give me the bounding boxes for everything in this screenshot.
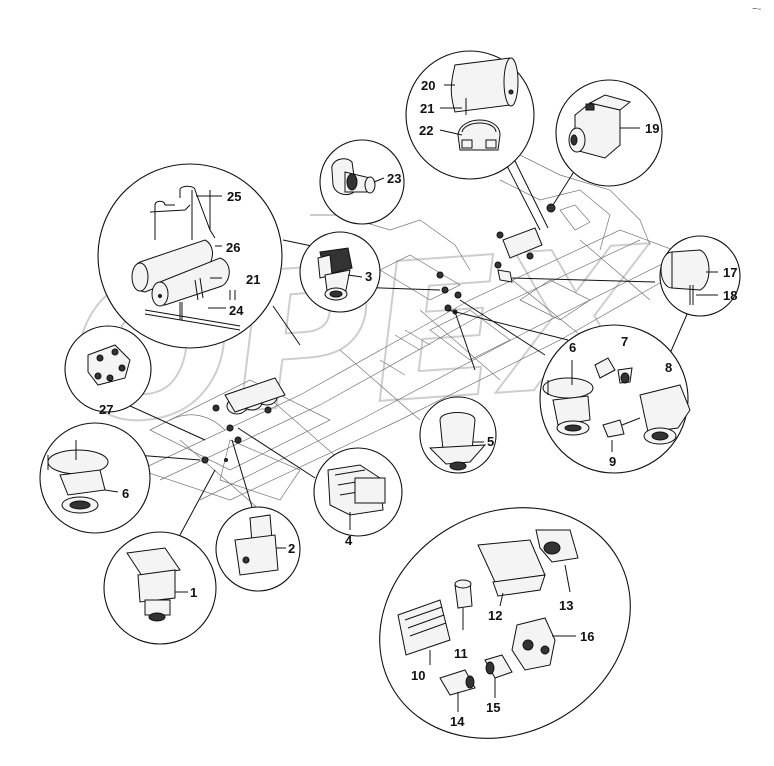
callout-26: 26 (226, 240, 240, 255)
callout-19: 19 (645, 121, 659, 136)
callout-20: 20 (421, 78, 435, 93)
detail-circle-spring-brake-6-left (39, 422, 151, 534)
callout-3: 3 (365, 269, 372, 284)
callout-5: 5 (487, 434, 494, 449)
callout-15: 15 (486, 700, 500, 715)
callout-2: 2 (288, 541, 295, 556)
detail-circle-twin-tanks (97, 163, 283, 349)
frame-mounted-parts (201, 203, 556, 464)
detail-circle-compressor-3 (299, 231, 381, 313)
callout-24: 24 (229, 303, 244, 318)
detail-circle-solenoid-23 (319, 139, 405, 225)
detail-circle-valves-6-9-right (539, 324, 691, 474)
callout-12: 12 (488, 608, 502, 623)
detail-ellipse-electronics-10-16 (379, 507, 631, 739)
callout-23: 23 (387, 171, 401, 186)
callout-16: 16 (580, 629, 594, 644)
callout-11: 11 (454, 646, 468, 661)
callout-1: 1 (190, 585, 197, 600)
corner-mark: ~- (752, 4, 761, 15)
detail-circle-dryer-5 (419, 396, 497, 474)
callout-25: 25 (227, 189, 241, 204)
callout-14: 14 (450, 714, 465, 729)
callout-4: 4 (345, 533, 353, 548)
callout-9: 9 (609, 454, 616, 469)
callout-7: 7 (621, 334, 628, 349)
detail-circle-control-unit-4 (313, 447, 403, 537)
callout-27: 27 (99, 402, 113, 417)
detail-circle-air-tank (405, 50, 535, 180)
callout-17: 17 (723, 265, 737, 280)
detail-circle-valve-19 (555, 79, 663, 187)
detail-circle-brake-valve-1 (103, 531, 217, 645)
callout-13: 13 (559, 598, 573, 613)
callout-8: 8 (665, 360, 672, 375)
callout-numbers: 1 2 3 4 5 6 6 7 8 9 10 11 12 13 14 15 16… (99, 78, 737, 729)
callout-21-left: 21 (246, 272, 260, 287)
detail-circle-tank-17 (659, 235, 741, 317)
detail-circle-valve-27 (64, 325, 152, 413)
callout-22: 22 (419, 123, 433, 138)
callout-6-left: 6 (122, 486, 129, 501)
detail-circle-hand-valve-2 (215, 506, 301, 592)
callout-10: 10 (411, 668, 425, 683)
callout-6-right: 6 (569, 340, 576, 355)
callout-21-top: 21 (420, 101, 434, 116)
callout-18: 18 (723, 288, 737, 303)
